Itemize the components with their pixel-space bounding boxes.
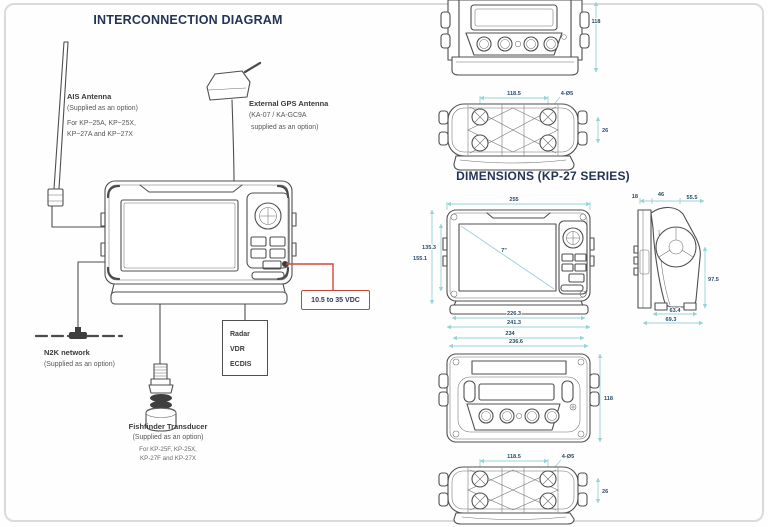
top-view-drawing: 118.5 4-Ø5 26 [438,90,609,171]
transducer-drawing [145,303,177,432]
n2k-title: N2K network [44,348,90,357]
dim-side-panel: 18 [632,194,638,200]
dim-front-screen-height: 135.3 [422,245,436,251]
back-view-drawing: 118 [438,353,614,443]
external-device-vdr: VDR [230,346,245,353]
front-view-drawing: 255 135.3 155.1 7" 226.3 241.3 234 236.6 [412,196,595,349]
bottom-view-drawing: 118.5 4-Ø5 26 [438,453,609,525]
dim-front-height: 155.1 [413,256,427,262]
side-view-drawing: 18 46 55.5 97.5 63.4 69.3 [631,191,720,326]
ais-antenna-drawing [47,41,106,228]
dim-back-height: 118 [604,396,613,402]
dim-front-width: 255 [509,197,518,203]
dim-side-height: 97.5 [708,277,719,283]
dim-front-w-outer: 241.3 [507,320,521,326]
fishfinder-models-2: KP-27F and KP-27X [139,455,197,462]
n2k-note: (Supplied as an option) [44,361,115,368]
ais-title: AIS Antenna [67,92,112,101]
gps-note-2: supplied as an option) [251,124,319,131]
dim-side-base-outer: 69.3 [666,317,677,323]
power-wire [282,261,334,290]
dim-screen-diagonal: 7" [501,248,507,254]
gps-note-1: (KA-07 / KA-GC9A [249,112,307,119]
dim-side-knob: 55.5 [687,195,698,201]
n2k-drawing [34,261,124,339]
power-supply-text: 10.5 to 35 VDC [311,296,360,304]
dim-top-depth: 26 [602,128,608,134]
external-device-ecdis: ECDIS [230,361,252,368]
dim-bottom-depth: 26 [602,489,608,495]
dim-side-base-inner: 63.4 [670,308,682,314]
chartplotter-front-drawing [100,180,297,305]
gps-antenna-drawing [206,61,262,184]
gps-title: External GPS Antenna [249,99,329,108]
ais-note: (Supplied as an option) [67,105,138,112]
fishfinder-models-1: For KP-25F, KP-25X, [139,446,197,453]
dim-bracket-inner: 234 [505,331,515,337]
dim-bracket-outer: 236.6 [509,339,523,345]
external-devices-box: Radar VDR ECDIS [222,320,268,376]
interconnection-title: INTERCONNECTION DIAGRAM [93,13,283,27]
power-supply-label: 10.5 to 35 VDC [301,290,370,310]
dim-side-mid: 46 [658,192,664,198]
dim-front-w-inner: 226.3 [507,311,521,317]
rear-view-cropped-drawing: 118 [440,0,601,76]
fishfinder-note: (Supplied as an option) [132,434,204,441]
ais-models-1: For KP~25A, KP~25X, [67,120,136,127]
dim-top-holes: 4-Ø5 [561,91,573,97]
dim-top-span: 118.5 [507,91,521,97]
dim-rear-height: 118 [591,19,600,25]
dimensions-title: DIMENSIONS (KP-27 SERIES) [456,169,630,183]
ais-models-2: KP~27A and KP~27X [67,131,133,138]
fishfinder-title: Fishfinder Transducer [128,422,208,431]
external-device-radar: Radar [230,331,250,338]
dim-bottom-span: 118.5 [507,454,521,460]
dim-bottom-holes: 4-Ø5 [562,454,574,460]
